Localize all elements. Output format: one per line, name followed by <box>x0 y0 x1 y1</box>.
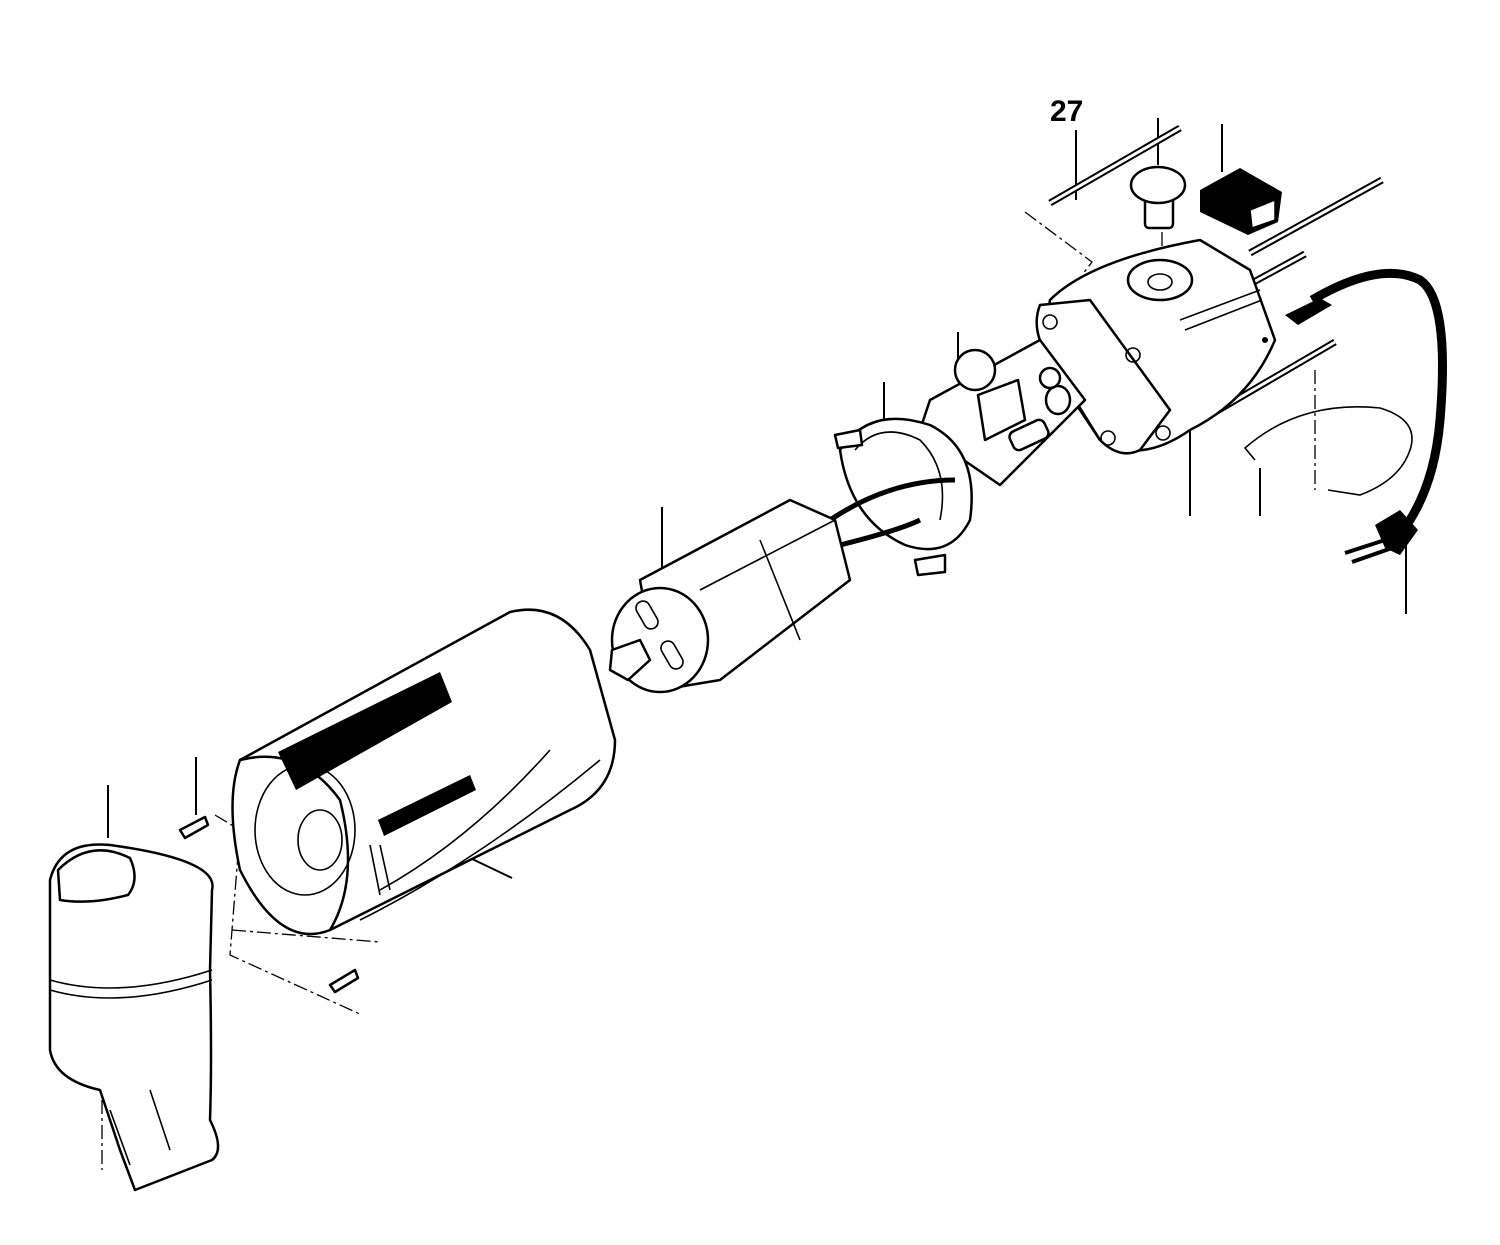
wire-bracket-part <box>1243 406 1413 496</box>
knob-part <box>1129 165 1187 230</box>
brush-ring-part <box>828 417 973 577</box>
assembly-axis-lines <box>101 211 1316 1170</box>
power-cord-part <box>1285 268 1447 564</box>
callout-number: 27 <box>1050 95 1084 128</box>
leader-lines <box>107 118 1407 879</box>
motor-part <box>608 498 852 694</box>
switch-part <box>1200 168 1282 235</box>
rear-housing-part <box>1035 238 1277 455</box>
circuit-board-part <box>918 338 1087 487</box>
nose-cover-part <box>48 843 220 1192</box>
small-screws <box>178 815 360 994</box>
main-housing-part <box>231 608 617 936</box>
